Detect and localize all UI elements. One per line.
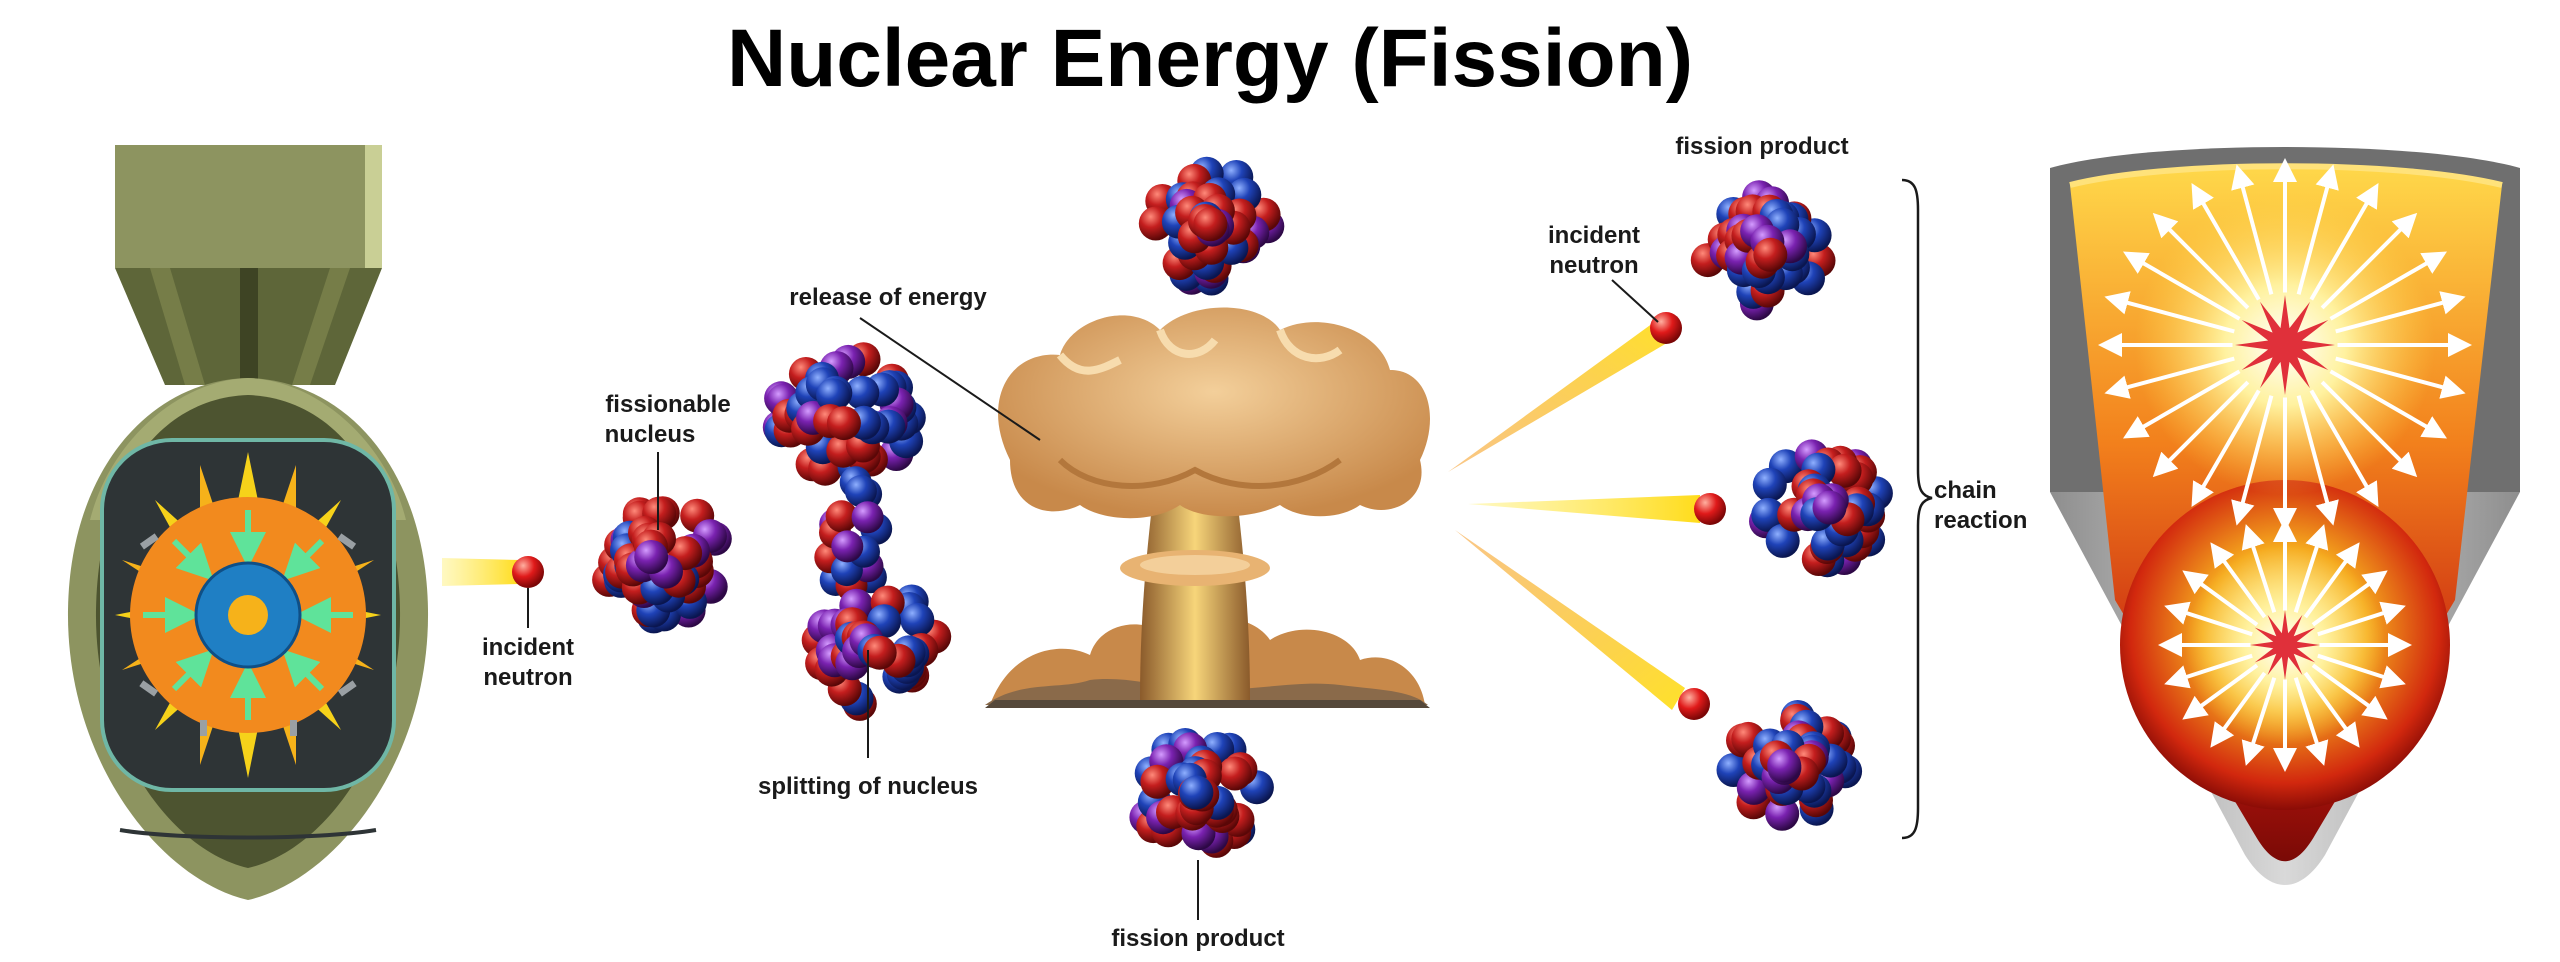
label-splitting-of-nucleus: splitting of nucleus — [758, 773, 978, 800]
outgoing-neutrons — [1448, 312, 1726, 720]
chain-reaction-brace — [1901, 178, 1933, 840]
fission-product-top-center — [1138, 156, 1285, 296]
label-chain-reaction-1: chain — [1934, 477, 1997, 504]
splitting-nucleus-neck — [814, 466, 893, 602]
explosion-casing — [2050, 147, 2520, 885]
label-fission-product-bottom: fission product — [1111, 925, 1284, 952]
atomic-bomb-illustration — [67, 145, 429, 900]
star-lower — [2250, 610, 2320, 680]
incident-neutron-left: incident neutron — [442, 556, 574, 691]
label-release-of-energy: release of energy — [789, 284, 987, 311]
label-fissionable-nucleus-1: fissionable — [605, 391, 730, 418]
label-incident-neutron-right-1: incident — [1548, 222, 1640, 249]
fission-product-bottom-center — [1129, 728, 1274, 858]
splitting-nucleus-upper — [762, 342, 926, 486]
mushroom-cloud — [985, 307, 1430, 708]
fission-product-right-1 — [1690, 180, 1836, 321]
inward-arrows — [143, 510, 353, 720]
label-fissionable-nucleus-2: nucleus — [605, 421, 696, 448]
burst-lower — [2158, 518, 2412, 772]
burst-upper — [2098, 158, 2472, 532]
fissionable-nucleus — [592, 496, 732, 634]
fission-product-right-3 — [1716, 700, 1863, 831]
splitting-nucleus-lower — [801, 584, 952, 721]
label-chain-reaction-2: reaction — [1934, 507, 2027, 534]
label-incident-neutron-right-2: neutron — [1549, 252, 1638, 279]
label-incident-neutron-left-1: incident — [482, 634, 574, 661]
fission-product-right-2 — [1749, 439, 1893, 578]
label-incident-neutron-left-2: neutron — [483, 664, 572, 691]
star-upper — [2235, 295, 2335, 395]
diagram-title: Nuclear Energy (Fission) — [727, 13, 1693, 104]
label-fission-product-top: fission product — [1675, 133, 1848, 160]
